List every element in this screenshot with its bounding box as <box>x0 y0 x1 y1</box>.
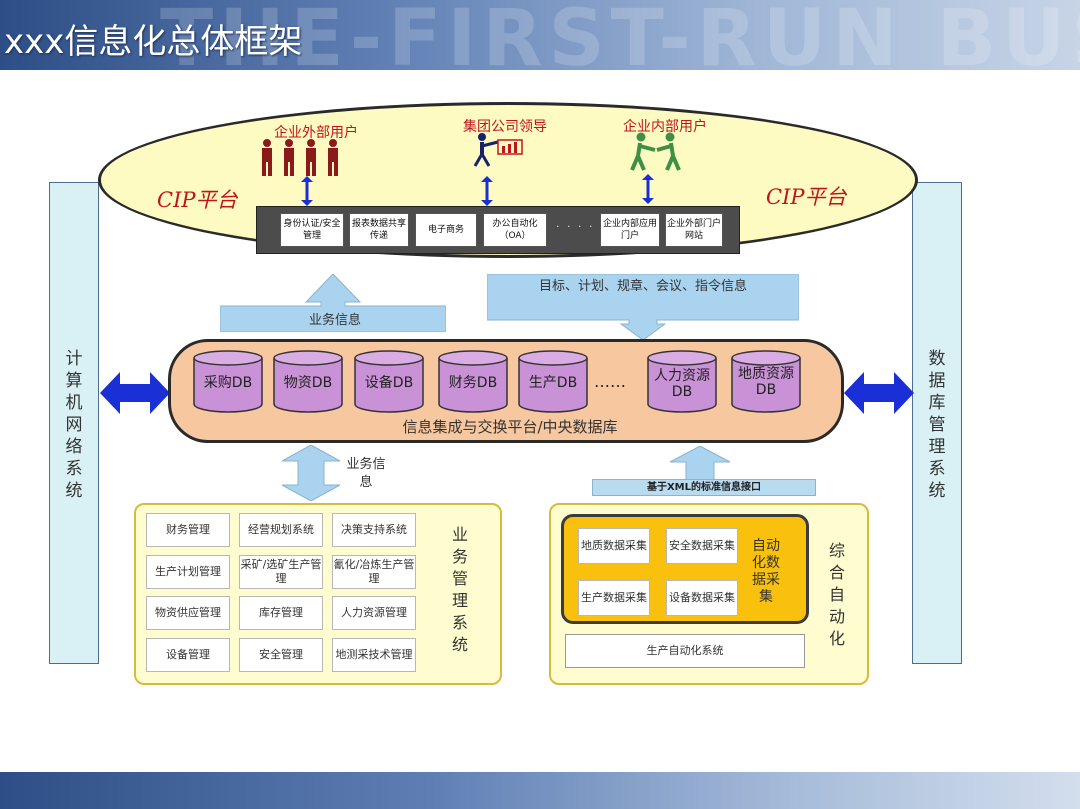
business-management-title: 业务管理系统 <box>451 525 468 654</box>
business-module: 氰化/冶炼生产管理 <box>332 555 416 589</box>
portal-item: 企业内部应用门户 <box>600 213 660 247</box>
business-module: 地测采技术管理 <box>332 638 416 672</box>
database-icon <box>273 350 343 413</box>
business-module: 安全管理 <box>239 638 323 672</box>
business-info-down-label: 业务信息 <box>346 457 386 490</box>
internal-users-label: 企业内部用户 <box>623 119 707 135</box>
business-module: 经营规划系统 <box>239 513 323 547</box>
database-ellipsis: …… <box>594 372 626 391</box>
database-icon <box>647 350 717 413</box>
collection-module: 生产数据采集 <box>578 580 650 616</box>
business-module: 库存管理 <box>239 596 323 630</box>
portal-item: 身份认证/安全管理 <box>280 213 344 247</box>
cip-label-right: CIP平台 <box>766 185 847 209</box>
business-module: 物资供应管理 <box>146 596 230 630</box>
business-module: 人力资源管理 <box>332 596 416 630</box>
integration-platform-label: 信息集成与交换平台/中央数据库 <box>402 418 618 436</box>
portal-item: 报表数据共享传递 <box>349 213 409 247</box>
external-users-arrow <box>301 176 313 206</box>
page-title: xxx信息化总体框架 <box>4 22 303 62</box>
xml-interface-up-arrow <box>670 446 730 480</box>
database-label: 设备DB <box>364 375 414 391</box>
business-module: 财务管理 <box>146 513 230 547</box>
database-label: 人力资源DB <box>654 368 710 400</box>
header-bar: THE-FIRST-RUN BUSIN xxx信息化总体框架 <box>0 0 1080 70</box>
collection-module: 安全数据采集 <box>666 528 738 564</box>
business-info-up-label: 业务信息 <box>308 313 361 328</box>
database-label: 采购DB <box>203 375 253 391</box>
collection-module: 设备数据采集 <box>666 580 738 616</box>
directive-info-label: 目标、计划、规章、会议、指令信息 <box>538 279 747 294</box>
cip-label-left: CIP平台 <box>157 188 238 212</box>
database-label: 生产DB <box>528 375 578 391</box>
database-system-label: 数据库管理系统 <box>928 349 946 501</box>
database-icon <box>354 350 424 413</box>
xml-interface-bar: 基于XML的标准信息接口 <box>592 479 816 496</box>
right-double-arrow <box>844 372 914 414</box>
collection-module: 地质数据采集 <box>578 528 650 564</box>
database-system-pillar: 数据库管理系统 <box>912 182 962 664</box>
business-module: 设备管理 <box>146 638 230 672</box>
production-automation-system: 生产自动化系统 <box>565 634 805 668</box>
business-module: 决策支持系统 <box>332 513 416 547</box>
portal-item: 办公自动化（OA） <box>483 213 547 247</box>
network-system-pillar: 计算机网络系统 <box>49 182 99 664</box>
portal-item: 电子商务 <box>415 213 477 247</box>
internal-users-arrow <box>642 174 654 204</box>
auto-data-collection-label: 自动化数据采集 <box>752 538 780 605</box>
database-icon <box>731 350 801 413</box>
portal-item: 企业外部门户网站 <box>665 213 723 247</box>
database-icon <box>518 350 588 413</box>
database-label: 物资DB <box>283 375 333 391</box>
group-leaders-label: 集团公司领导 <box>463 119 547 135</box>
handshake-users-icon <box>630 132 681 171</box>
business-info-up-arrow <box>220 274 446 332</box>
business-module: 采矿/选矿生产管理 <box>239 555 323 589</box>
portal-ellipsis: · · · · <box>556 220 595 233</box>
left-double-arrow <box>100 372 170 414</box>
leaders-arrow <box>481 176 493 206</box>
integrated-automation-title: 综合自动化 <box>828 541 845 648</box>
header-watermark: THE-FIRST-RUN BUSIN <box>160 0 1080 70</box>
leader-presenting-icon <box>473 133 523 167</box>
database-icon <box>193 350 263 413</box>
database-label: 地质资源DB <box>738 366 794 398</box>
directive-info-down-arrow <box>487 274 799 340</box>
business-module: 生产计划管理 <box>146 555 230 589</box>
database-icon <box>438 350 508 413</box>
footer-bar <box>0 772 1080 809</box>
network-system-label: 计算机网络系统 <box>65 349 83 501</box>
database-label: 财务DB <box>448 375 498 391</box>
business-info-bidirectional-arrow <box>282 445 340 501</box>
group-users-icon <box>262 139 338 176</box>
external-users-label: 企业外部用户 <box>274 125 358 141</box>
